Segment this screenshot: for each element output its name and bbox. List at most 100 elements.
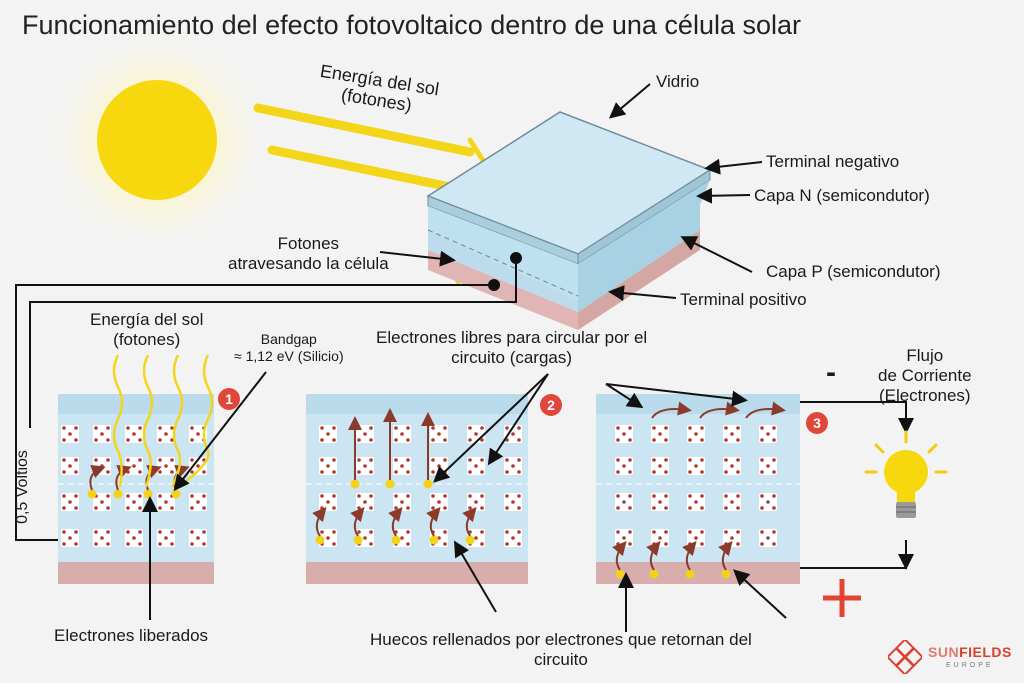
charge-dot — [474, 536, 478, 540]
charge-dot — [652, 470, 656, 474]
charge-dot — [406, 542, 410, 546]
charge-dot — [357, 438, 361, 442]
charge-dot — [74, 494, 78, 498]
charge-dot — [62, 426, 66, 430]
charge-dot — [138, 506, 142, 510]
charge-dot — [736, 470, 740, 474]
charge-dot — [730, 536, 734, 540]
bandgap-label: Bandgap≈ 1,12 eV (Silicio) — [234, 331, 344, 364]
charge-dot — [511, 536, 515, 540]
charge-dot — [196, 500, 200, 504]
charge-dot — [100, 500, 104, 504]
charge-dot — [694, 464, 698, 468]
charge-dot — [724, 458, 728, 462]
charge-dot — [688, 530, 692, 534]
charge-dot — [126, 438, 130, 442]
charge-dot — [437, 432, 441, 436]
charge-dot — [443, 438, 447, 442]
charge-dot — [511, 500, 515, 504]
charge-dot — [474, 464, 478, 468]
charge-dot — [190, 506, 194, 510]
charge-dot — [616, 494, 620, 498]
charge-dot — [394, 426, 398, 430]
logo-name: SUNFIELDS — [928, 644, 1012, 660]
charge-dot — [202, 542, 206, 546]
charge-dot — [326, 464, 330, 468]
charge-dot — [517, 506, 521, 510]
charge-dot — [760, 542, 764, 546]
electron — [315, 535, 325, 545]
charge-dot — [138, 470, 142, 474]
charge-dot — [190, 458, 194, 462]
charge-dot — [760, 494, 764, 498]
charge-dot — [505, 470, 509, 474]
charge-dot — [760, 530, 764, 534]
charge-dot — [505, 542, 509, 546]
charge-dot — [724, 438, 728, 442]
electron-path — [115, 464, 132, 491]
charge-dot — [760, 438, 764, 442]
panel-2 — [306, 394, 528, 584]
charge-dot — [658, 464, 662, 468]
charge-dot — [106, 494, 110, 498]
charge-dot — [688, 542, 692, 546]
charge-dot — [772, 542, 776, 546]
charge-dot — [158, 494, 162, 498]
charge-dot — [505, 494, 509, 498]
solar-cell-block — [426, 111, 712, 330]
charge-dot — [468, 506, 472, 510]
charge-dot — [511, 432, 515, 436]
charge-dot — [126, 542, 130, 546]
charge-dot — [394, 494, 398, 498]
voltage-label: 0,5 Voltios — [13, 450, 31, 524]
electron — [143, 489, 153, 499]
electron — [465, 535, 475, 545]
charge-dot — [100, 464, 104, 468]
charge-dot — [474, 500, 478, 504]
charge-dot — [724, 470, 728, 474]
charge-dot — [332, 470, 336, 474]
charge-dot — [158, 530, 162, 534]
charge-dot — [406, 458, 410, 462]
charge-dot — [736, 438, 740, 442]
charge-dot — [406, 426, 410, 430]
charge-dot — [431, 426, 435, 430]
charge-dot — [138, 530, 142, 534]
charge-dot — [443, 458, 447, 462]
panel-3 — [596, 394, 800, 584]
charge-dot — [170, 426, 174, 430]
electron-path — [350, 506, 365, 537]
charge-dot — [664, 506, 668, 510]
charge-dot — [766, 536, 770, 540]
charge-dot — [332, 506, 336, 510]
charge-dot — [431, 494, 435, 498]
charge-dot — [652, 426, 656, 430]
charge-dot — [730, 432, 734, 436]
charge-dot — [628, 470, 632, 474]
charge-dot — [74, 542, 78, 546]
charge-dot — [332, 458, 336, 462]
charge-dot — [94, 530, 98, 534]
charge-dot — [68, 464, 72, 468]
charge-dot — [437, 464, 441, 468]
charge-dot — [480, 506, 484, 510]
charge-dot — [202, 506, 206, 510]
charge-dot — [724, 494, 728, 498]
plus-sign — [823, 579, 861, 617]
charge-dot — [74, 458, 78, 462]
charge-dot — [170, 542, 174, 546]
charge-dot — [132, 464, 136, 468]
charge-dot — [736, 542, 740, 546]
charge-dot — [106, 542, 110, 546]
charge-dot — [357, 506, 361, 510]
charge-dot — [700, 438, 704, 442]
charge-dot — [132, 432, 136, 436]
charge-dot — [170, 506, 174, 510]
charge-dot — [62, 530, 66, 534]
charge-dot — [730, 464, 734, 468]
charge-dot — [369, 506, 373, 510]
electron — [429, 535, 439, 545]
electron — [649, 569, 659, 579]
